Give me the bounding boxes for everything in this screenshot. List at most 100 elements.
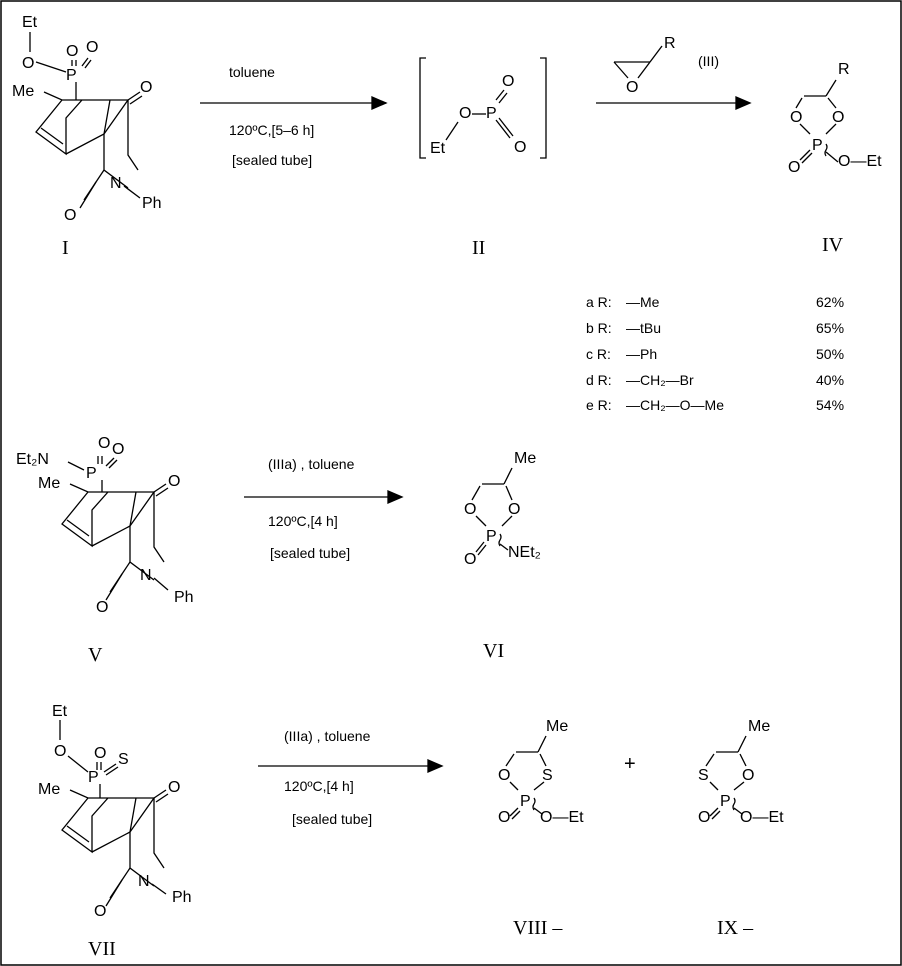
atom-Ph: Ph (172, 889, 192, 906)
atom-O: O (459, 105, 471, 122)
compound-II-structure: O P O O Et (419, 57, 547, 159)
atom-Et: Et (430, 140, 446, 157)
reaction-arrow-2 (596, 96, 752, 110)
atom-Me: Me (748, 718, 770, 735)
compound-label-VIII: VIII – (513, 917, 563, 939)
condition-temperature-3: 120ºC,[4 h] (268, 513, 338, 529)
condition-reagent-4: (IIIa) , toluene (284, 728, 371, 744)
compound-VII-structure: Et O P O S Me O O N Ph (38, 703, 192, 920)
atom-N: N (140, 567, 152, 584)
yield-row-group: —CH₂—Br (626, 372, 694, 388)
compound-label-I: I (62, 237, 69, 259)
atom-Me: Me (38, 475, 60, 492)
atom-Et: Et (52, 703, 68, 720)
atom-O: O (54, 743, 66, 760)
compound-label-VII: VII (88, 938, 116, 960)
compound-label-IX: IX – (717, 917, 754, 939)
atom-N: N (110, 175, 122, 192)
atom-NEt2: NEt₂ (508, 544, 541, 561)
yields-table: a R: —Me 62% b R: —tBu 65% c R: —Ph 50% … (586, 294, 844, 413)
compound-label-IV: IV (822, 234, 844, 256)
atom-P: P (720, 793, 731, 810)
atom-P: P (486, 528, 497, 545)
atom-OEt: O—Et (540, 809, 584, 826)
atom-S: S (698, 767, 709, 784)
atom-Et2N: Et₂N (16, 451, 49, 468)
atom-R: R (838, 61, 850, 78)
atom-P: P (520, 793, 531, 810)
atom-Me: Me (514, 450, 536, 467)
yield-row-group: —tBu (626, 320, 661, 336)
atom-O: O (514, 139, 526, 156)
atom-Me: Me (38, 781, 60, 798)
atom-Me: Me (12, 83, 34, 100)
compound-label-VI: VI (483, 640, 504, 662)
condition-vessel-3: [sealed tube] (270, 545, 350, 561)
atom-O: O (742, 767, 754, 784)
condition-solvent-1: toluene (229, 64, 275, 80)
yield-row-label: e R: (586, 397, 612, 413)
atom-O: O (502, 73, 514, 90)
condition-temperature-1: 120ºC,[5–6 h] (229, 122, 314, 138)
atom-R: R (664, 35, 676, 52)
compound-label-V: V (88, 644, 103, 666)
atom-O: O (140, 79, 152, 96)
atom-OEt: O—Et (740, 809, 784, 826)
atom-O: O (464, 551, 476, 568)
atom-O: O (790, 109, 802, 126)
atom-O: O (112, 441, 124, 458)
atom-O: O (626, 79, 638, 96)
atom-O: O (168, 779, 180, 796)
compound-I-structure: Et O P O O Me O O N Ph (12, 14, 162, 224)
atom-O: O (86, 39, 98, 56)
atom-O: O (788, 159, 800, 176)
condition-reagent-3: (IIIa) , toluene (268, 456, 355, 472)
compound-label-II: II (472, 237, 485, 259)
reaction-arrow-1 (200, 96, 388, 110)
plus-sign: + (624, 753, 636, 775)
atom-Me: Me (546, 718, 568, 735)
compound-VI-structure: Me O O P O NEt₂ (464, 450, 541, 568)
yield-row-group: —Ph (626, 346, 657, 362)
atom-S: S (542, 767, 553, 784)
atom-O: O (98, 435, 110, 452)
reaction-arrow-3 (244, 490, 404, 504)
atom-O: O (498, 767, 510, 784)
yield-row-label: b R: (586, 320, 612, 336)
atom-O: O (498, 809, 510, 826)
atom-O: O (508, 501, 520, 518)
atom-P: P (812, 137, 823, 154)
atom-P: P (88, 769, 99, 786)
yield-row-label: c R: (586, 346, 611, 362)
atom-P: P (66, 67, 77, 84)
yield-row-value: 62% (816, 294, 844, 310)
yield-row-value: 40% (816, 372, 844, 388)
atom-P: P (86, 465, 97, 482)
atom-O: O (66, 43, 78, 60)
atom-N: N (138, 873, 150, 890)
atom-Ph: Ph (142, 195, 162, 212)
atom-S: S (118, 751, 129, 768)
condition-vessel-1: [sealed tube] (232, 152, 312, 168)
atom-O: O (832, 109, 844, 126)
yield-row-value: 65% (816, 320, 844, 336)
yield-row-group: —Me (626, 294, 660, 310)
atom-O: O (698, 809, 710, 826)
reaction-arrow-4 (258, 759, 444, 773)
atom-O: O (64, 207, 76, 224)
yield-row-label: d R: (586, 372, 612, 388)
yield-row-group: —CH₂—O—Me (626, 397, 724, 413)
atom-O: O (464, 501, 476, 518)
atom-O: O (168, 473, 180, 490)
compound-IX-structure: Me S O P O O—Et (698, 718, 784, 826)
atom-Ph: Ph (174, 589, 194, 606)
yield-row-value: 54% (816, 397, 844, 413)
atom-Et: Et (22, 14, 38, 31)
compound-VIII-structure: Me O S P O O—Et (498, 718, 584, 826)
condition-vessel-4: [sealed tube] (292, 811, 372, 827)
atom-O: O (22, 55, 34, 72)
atom-OEt: O—Et (838, 153, 882, 170)
epoxide-III-structure: O R (613, 35, 676, 96)
